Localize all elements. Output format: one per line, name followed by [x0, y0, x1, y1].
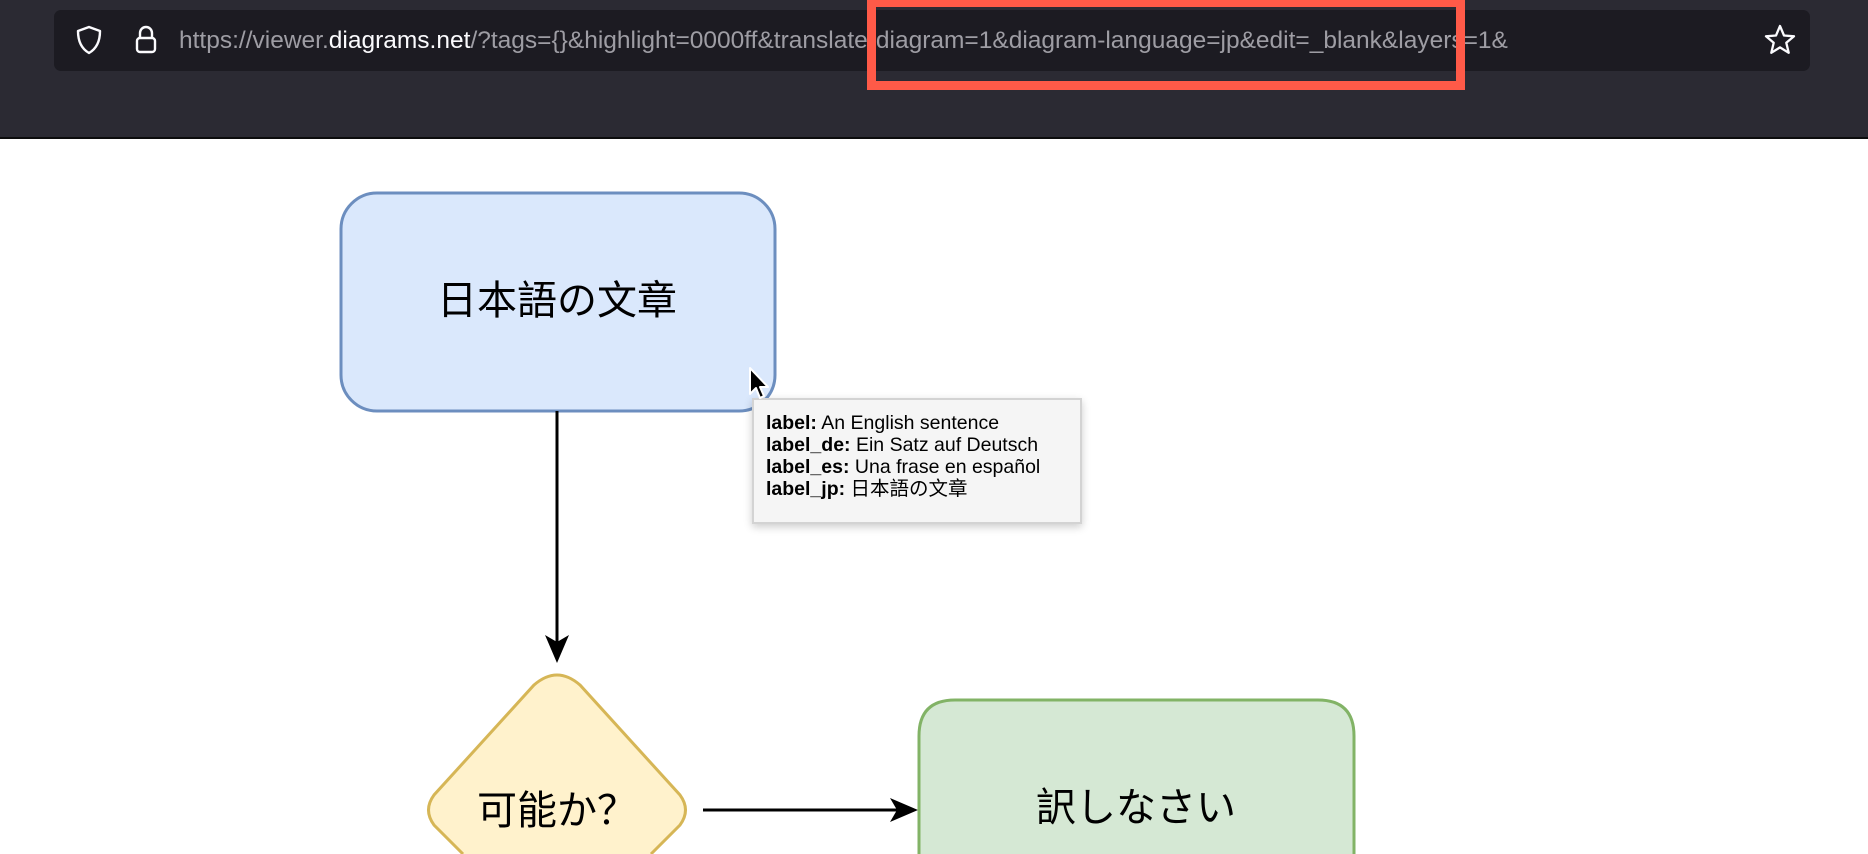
- tooltip: label: An English sentence label_de: Ein…: [752, 398, 1082, 524]
- star-icon[interactable]: [1762, 22, 1798, 58]
- decision-node[interactable]: 可能か？: [427, 673, 687, 854]
- mouse-cursor-icon: [749, 367, 769, 399]
- tooltip-row: label_jp: 日本語の文章: [766, 478, 968, 500]
- start-node-label: 日本語の文章: [437, 278, 677, 324]
- shield-icon[interactable]: [71, 22, 107, 58]
- decision-node-label: 可能か？: [477, 788, 637, 834]
- url-text[interactable]: https://viewer.diagrams.net/?tags={}&hig…: [179, 25, 1749, 57]
- url-highlight-box: [867, 0, 1465, 90]
- tooltip-row: label_de: Ein Satz auf Deutsch: [766, 434, 1039, 456]
- diagram: 日本語の文章 可能か？ 訳しなさい: [339, 191, 1356, 854]
- lock-icon[interactable]: [128, 22, 164, 58]
- arrowhead-icon: [890, 798, 918, 822]
- arrowhead-icon: [545, 635, 569, 663]
- browser-toolbar: https://viewer.diagrams.net/?tags={}&hig…: [0, 0, 1868, 139]
- tooltip-row: label_es: Una frase en español: [766, 456, 1041, 478]
- url-prefix: https://viewer.: [179, 27, 329, 54]
- start-node[interactable]: 日本語の文章: [339, 191, 777, 413]
- tooltip-row: label: An English sentence: [766, 412, 1000, 434]
- address-bar[interactable]: https://viewer.diagrams.net/?tags={}&hig…: [54, 10, 1810, 71]
- url-host: diagrams.net: [328, 27, 471, 54]
- action-node[interactable]: 訳しなさい: [917, 698, 1356, 854]
- diagram-canvas: 日本語の文章 可能か？ 訳しなさい: [0, 139, 1868, 854]
- url-path: /?tags={}&highlight=0000ff&translate-dia…: [470, 27, 1508, 54]
- action-node-label: 訳しなさい: [1036, 785, 1236, 831]
